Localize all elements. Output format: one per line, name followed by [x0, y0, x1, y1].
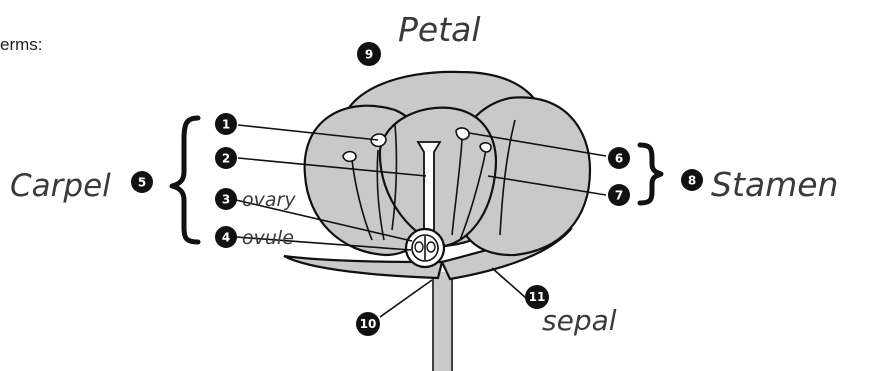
svg-text:4: 4: [222, 231, 230, 245]
svg-text:3: 3: [222, 193, 230, 207]
marker-6: 6: [608, 147, 630, 169]
ovule-label: ovule: [242, 227, 294, 249]
svg-text:8: 8: [688, 174, 696, 188]
marker-1: 1: [215, 113, 237, 135]
marker-11: 11: [525, 285, 549, 309]
stamen-label: Stamen: [711, 165, 838, 204]
header-partial-text: erms:: [0, 35, 43, 54]
stamen-brace: [640, 145, 661, 203]
marker-8: 8: [681, 169, 703, 191]
ovary: [406, 229, 444, 267]
marker-9: 9: [357, 42, 381, 66]
svg-text:5: 5: [138, 176, 146, 190]
ovary-label: ovary: [242, 189, 296, 211]
svg-text:9: 9: [365, 48, 373, 62]
petals: [305, 72, 590, 255]
svg-text:11: 11: [529, 290, 546, 304]
svg-text:2: 2: [222, 152, 230, 166]
marker-7: 7: [608, 184, 630, 206]
stem: [433, 272, 452, 371]
marker-5: 5: [131, 171, 153, 193]
carpel-label: Carpel: [10, 168, 111, 204]
marker-10: 10: [356, 312, 380, 336]
svg-text:1: 1: [222, 118, 230, 132]
sepal-label: sepal: [542, 304, 617, 337]
marker-2: 2: [215, 147, 237, 169]
carpel-brace: [172, 118, 198, 242]
petal-label: Petal: [398, 10, 481, 49]
marker-4: 4: [215, 226, 237, 248]
svg-text:7: 7: [615, 189, 623, 203]
svg-text:10: 10: [360, 317, 377, 331]
svg-text:6: 6: [615, 152, 623, 166]
marker-3: 3: [215, 188, 237, 210]
